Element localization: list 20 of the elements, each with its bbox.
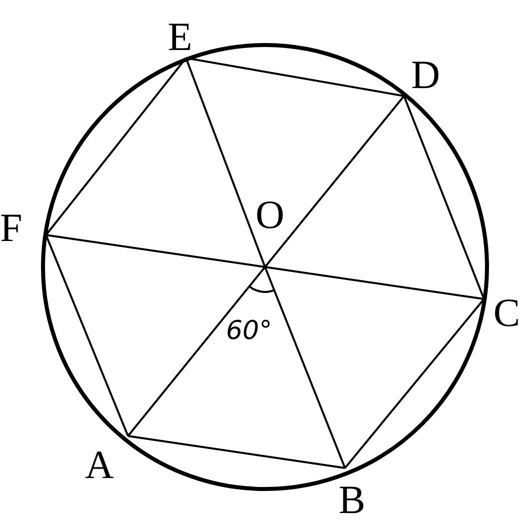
line-segment [128, 435, 346, 469]
line-segment [46, 234, 266, 268]
line-segment [264, 266, 484, 300]
point-label: C [484, 293, 520, 333]
point-label: E [165, 17, 195, 58]
line-segment [403, 96, 485, 300]
line-segment [45, 234, 129, 436]
line-segment [127, 266, 266, 437]
point-label: O [255, 195, 285, 267]
point-label: A [85, 436, 128, 485]
line-segment [185, 58, 266, 268]
line-segment [264, 266, 346, 468]
line-segment [344, 298, 485, 469]
line-segment [45, 57, 187, 236]
line-segment [186, 57, 404, 97]
angle-label: 60° [226, 316, 272, 346]
point-label: F [0, 208, 46, 248]
line-segment [264, 95, 405, 268]
point-label: B [337, 468, 367, 520]
point-label: D [404, 55, 440, 96]
